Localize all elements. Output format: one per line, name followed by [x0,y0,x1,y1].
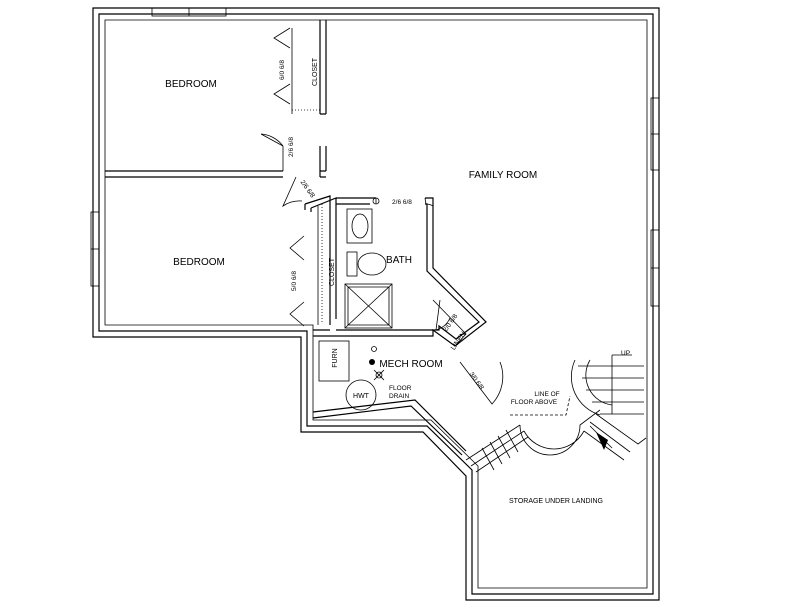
floor-above-label-2: FLOOR ABOVE [511,399,558,406]
bedroom-2-door-swing-icon [282,176,303,208]
floor-above-label-1: LINE OF [534,391,559,398]
mech-fixtures [318,197,385,411]
closet-2-label: CLOSET [329,257,336,286]
bath-door-size: 2/6 6/8 [392,199,412,206]
bedroom-1-door-swing-icon [260,133,284,147]
floor-above-line [510,395,571,416]
toilet-tank-icon [346,251,358,277]
interior-walls [105,20,487,456]
furnace-label: FURN [332,348,339,367]
bath-label: BATH [386,255,412,266]
bedroom-2-label: BEDROOM [173,257,225,268]
bedroom-1-door-size: 2/6 6/8 [288,137,295,157]
storage-label: STORAGE UNDER LANDING [509,498,603,505]
floor-drain-label-1: FLOOR [389,385,412,392]
linen-label: LINEN [450,331,468,352]
windows [90,7,660,307]
mech-door-size: 3/0 6/8 [468,371,485,392]
toilet-icon [357,252,387,276]
stair-up-label: UP [621,350,630,357]
closet-1-label: CLOSET [312,57,319,86]
linen-door-swing-icon [435,299,451,331]
floor-drain-icon [373,369,385,381]
water-heater-icon [345,379,377,411]
doors [260,27,504,405]
labels: BEDROOM BEDROOM FAMILY ROOM BATH MECH RO… [165,57,630,505]
staircase [465,354,647,473]
stair-arrow-icon [596,432,608,450]
closet-1-bifold-icon [273,27,291,105]
bedroom-1-label: BEDROOM [165,79,217,90]
bath-fixtures [344,208,393,329]
family-room-label: FAMILY ROOM [469,170,538,181]
water-heater-label: HWT [353,393,370,400]
closet-1-door-size: 6/0 6/8 [279,60,286,80]
sink-vanity-icon [346,208,373,244]
bath-door-swing-icon [424,197,434,207]
mech-room-label: MECH ROOM [379,359,442,370]
exterior-walls [92,7,660,601]
closet-2-bifold-icon [289,235,305,327]
shower-icon [344,283,393,329]
bedroom-2-door-size: 2/6 6/8 [299,179,316,200]
linen-door-size: 2/0 6/8 [442,313,459,334]
sump-icon [369,359,375,365]
floor-drain-label-2: DRAIN [389,393,410,400]
furnace-icon [318,340,350,382]
closet-2-door-size: 5/0 6/8 [291,271,298,291]
mech-door-swing-icon [459,361,504,405]
